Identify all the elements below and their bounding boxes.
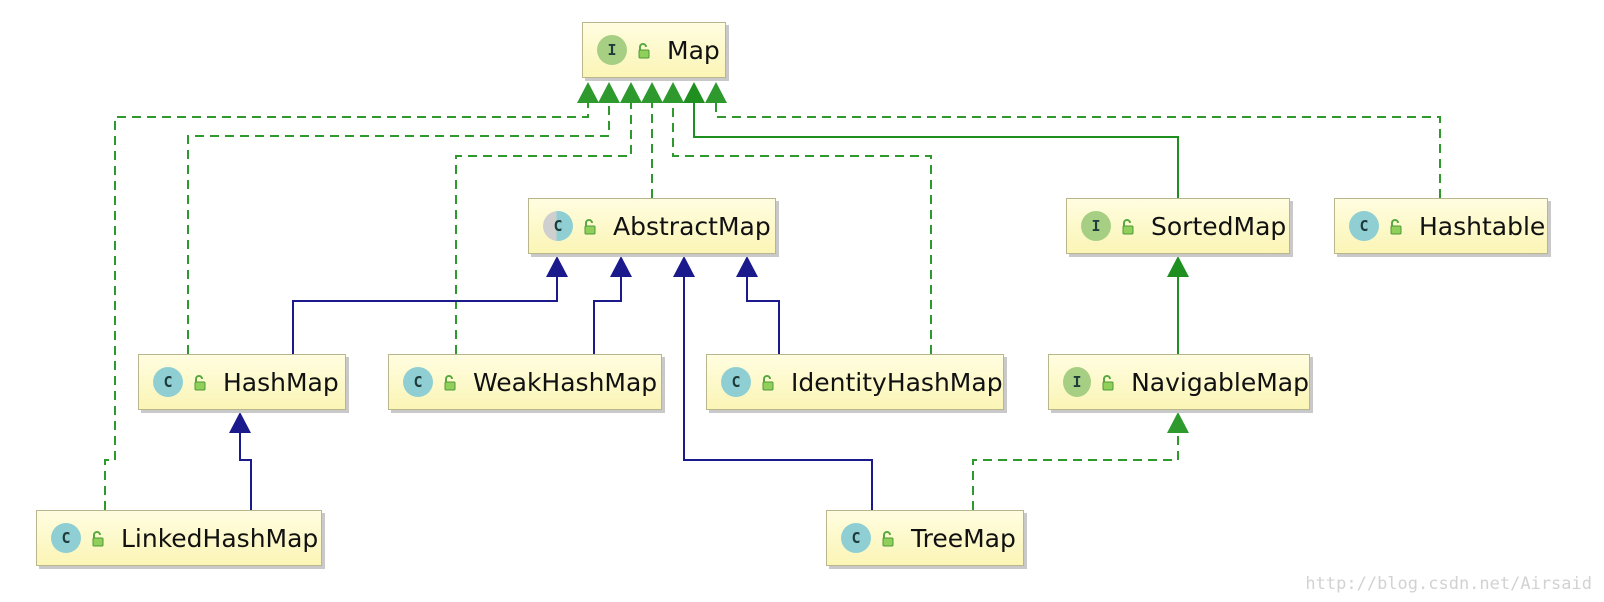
edge-identityhashmap-to-abstractmap <box>736 256 780 354</box>
node-label: HashMap <box>223 367 339 397</box>
edge-identityhashmap-to-map <box>662 82 932 354</box>
interface-icon: I <box>1081 211 1111 241</box>
unlocked-icon <box>193 368 207 397</box>
unlocked-icon <box>1121 212 1135 241</box>
unlocked-icon <box>443 368 457 397</box>
unlocked-icon <box>761 368 775 397</box>
edge-arrowhead <box>620 82 642 103</box>
class-icon: C <box>721 367 751 397</box>
node-label: LinkedHashMap <box>121 523 319 553</box>
edge-treemap-to-abstractmap <box>673 256 873 510</box>
edge-navigablemap-to-sortedmap <box>1167 256 1189 354</box>
edge-line <box>693 102 1179 198</box>
node-treemap[interactable]: C TreeMap <box>826 510 1024 566</box>
unlocked-icon <box>881 524 895 553</box>
unlocked-icon <box>91 524 105 553</box>
edge-arrowhead <box>546 256 568 277</box>
node-label: NavigableMap <box>1131 367 1309 397</box>
node-label: Map <box>667 35 720 65</box>
unlocked-icon <box>637 36 651 65</box>
edge-hashmap-to-abstractmap <box>292 256 568 354</box>
edge-arrowhead <box>641 82 663 103</box>
class-icon: C <box>841 523 871 553</box>
edge-arrowhead <box>1167 256 1189 277</box>
edge-arrowhead <box>610 256 632 277</box>
edge-abstractmap-to-map <box>641 82 663 198</box>
node-label: WeakHashMap <box>473 367 658 397</box>
edge-arrowhead <box>683 82 705 103</box>
node-navigablemap[interactable]: I NavigableMap <box>1048 354 1310 410</box>
edge-line <box>972 432 1179 510</box>
edge-line <box>593 276 622 354</box>
interface-icon: I <box>597 35 627 65</box>
edge-hashtable-to-map <box>705 82 1441 198</box>
node-map[interactable]: I Map <box>582 22 726 78</box>
edge-line <box>292 276 558 354</box>
edge-line <box>104 102 589 510</box>
edge-line <box>187 102 610 354</box>
class-icon: C <box>403 367 433 397</box>
interface-icon: I <box>1063 367 1092 397</box>
edge-sortedmap-to-map <box>683 82 1179 198</box>
abstract-class-icon: C <box>543 211 573 241</box>
edge-arrowhead <box>662 82 684 103</box>
node-hashmap[interactable]: C HashMap <box>138 354 346 410</box>
node-identityhashmap[interactable]: C IdentityHashMap <box>706 354 1004 410</box>
unlocked-icon <box>1101 368 1115 397</box>
class-icon: C <box>153 367 183 397</box>
edge-line <box>239 432 252 510</box>
edge-line <box>715 102 1441 198</box>
edge-line <box>683 276 873 510</box>
node-label: TreeMap <box>911 523 1016 553</box>
node-abstractmap[interactable]: C AbstractMap <box>528 198 776 254</box>
edge-treemap-to-navigablemap <box>972 412 1189 510</box>
class-icon: C <box>1349 211 1379 241</box>
class-icon: C <box>51 523 81 553</box>
edge-arrowhead <box>705 82 727 103</box>
unlocked-icon <box>1389 212 1403 241</box>
node-weakhashmap[interactable]: C WeakHashMap <box>388 354 662 410</box>
node-sortedmap[interactable]: I SortedMap <box>1066 198 1290 254</box>
edge-arrowhead <box>736 256 758 277</box>
node-label: SortedMap <box>1151 211 1287 241</box>
edge-arrowhead <box>577 82 599 103</box>
node-label: Hashtable <box>1419 211 1546 241</box>
edge-line <box>455 102 632 354</box>
node-label: IdentityHashMap <box>791 367 1003 397</box>
node-label: AbstractMap <box>613 211 771 241</box>
edge-linkedhashmap-to-map <box>104 82 599 510</box>
edge-line <box>672 102 932 354</box>
edge-arrowhead <box>673 256 695 277</box>
node-linkedhashmap[interactable]: C LinkedHashMap <box>36 510 322 566</box>
unlocked-icon <box>583 212 597 241</box>
edge-weakhashmap-to-map <box>455 82 642 354</box>
edge-arrowhead <box>1167 412 1189 433</box>
watermark: http://blog.csdn.net/Airsaid <box>1305 574 1592 594</box>
edge-weakhashmap-to-abstractmap <box>593 256 632 354</box>
edge-line <box>746 276 780 354</box>
edge-arrowhead <box>229 412 251 433</box>
edge-arrowhead <box>598 82 620 103</box>
edge-linkedhashmap-to-hashmap <box>229 412 252 510</box>
edge-hashmap-to-map <box>187 82 620 354</box>
node-hashtable[interactable]: C Hashtable <box>1334 198 1548 254</box>
